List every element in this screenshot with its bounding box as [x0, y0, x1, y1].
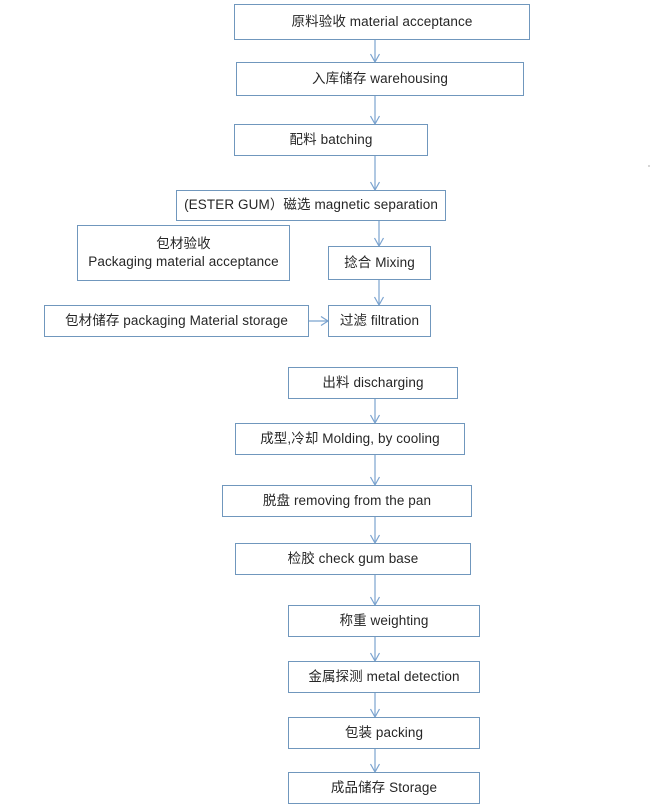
- node-packing[interactable]: 包装 packing: [288, 717, 480, 749]
- node-label: (ESTER GUM）磁选 magnetic separation: [184, 197, 438, 213]
- connector-weighting-to-metal-detection: [367, 637, 383, 663]
- node-packaging-material-acceptance[interactable]: 包材验收 Packaging material acceptance: [77, 225, 290, 281]
- node-mixing[interactable]: 捻合 Mixing: [328, 246, 431, 280]
- node-label: 配料 batching: [289, 131, 373, 147]
- artifact-stray-speck: [648, 165, 650, 167]
- connector-removing-to-check-gum: [367, 517, 383, 545]
- node-warehousing[interactable]: 入库储存 warehousing: [236, 62, 524, 96]
- node-label: 原料验收 material acceptance: [291, 13, 473, 29]
- node-check-gum-base[interactable]: 检胶 check gum base: [235, 543, 471, 575]
- node-label: 过滤 filtration: [339, 312, 420, 328]
- node-filtration[interactable]: 过滤 filtration: [328, 305, 431, 337]
- connector-check-gum-to-weighting: [367, 575, 383, 607]
- node-metal-detection[interactable]: 金属探测 metal detection: [288, 661, 480, 693]
- node-magnetic-separation[interactable]: (ESTER GUM）磁选 magnetic separation: [176, 190, 446, 221]
- node-label: 入库储存 warehousing: [312, 70, 448, 86]
- node-label: 出料 discharging: [322, 374, 424, 390]
- connector-discharging-to-molding: [367, 399, 383, 425]
- connector-magnetic-separation-to-mixing: [371, 221, 387, 248]
- node-packaging-material-storage[interactable]: 包材储存 packaging Material storage: [44, 305, 309, 337]
- node-label: 成品储存 Storage: [330, 779, 438, 795]
- node-label: 成型,冷却 Molding, by cooling: [260, 430, 440, 446]
- connector-packing-to-storage: [367, 749, 383, 774]
- node-label: 包装 packing: [344, 724, 424, 740]
- connector-packaging-storage-to-filtration: [309, 313, 330, 329]
- connector-batching-to-magnetic-separation: [367, 156, 383, 192]
- node-label: 脱盘 removing from the pan: [262, 492, 432, 508]
- node-label: 捻合 Mixing: [344, 254, 415, 270]
- connector-mixing-to-filtration: [371, 280, 387, 307]
- node-molding-cooling[interactable]: 成型,冷却 Molding, by cooling: [235, 423, 465, 455]
- connector-warehousing-to-batching: [367, 96, 383, 126]
- node-label: 称重 weighting: [339, 612, 429, 628]
- node-label: 金属探测 metal detection: [308, 668, 460, 684]
- node-label-line1: 包材验收: [156, 235, 211, 251]
- node-material-acceptance[interactable]: 原料验收 material acceptance: [234, 4, 530, 40]
- node-label: 包材储存 packaging Material storage: [65, 312, 288, 328]
- node-storage[interactable]: 成品储存 Storage: [288, 772, 480, 804]
- connector-molding-to-removing: [367, 455, 383, 487]
- node-batching[interactable]: 配料 batching: [234, 124, 428, 156]
- node-label-line2: Packaging material acceptance: [88, 254, 279, 269]
- node-discharging[interactable]: 出料 discharging: [288, 367, 458, 399]
- node-weighting[interactable]: 称重 weighting: [288, 605, 480, 637]
- node-removing-from-pan[interactable]: 脱盘 removing from the pan: [222, 485, 472, 517]
- connector-metal-detection-to-packing: [367, 693, 383, 719]
- connector-material-acceptance-to-warehousing: [367, 40, 383, 64]
- node-label: 检胶 check gum base: [287, 550, 419, 566]
